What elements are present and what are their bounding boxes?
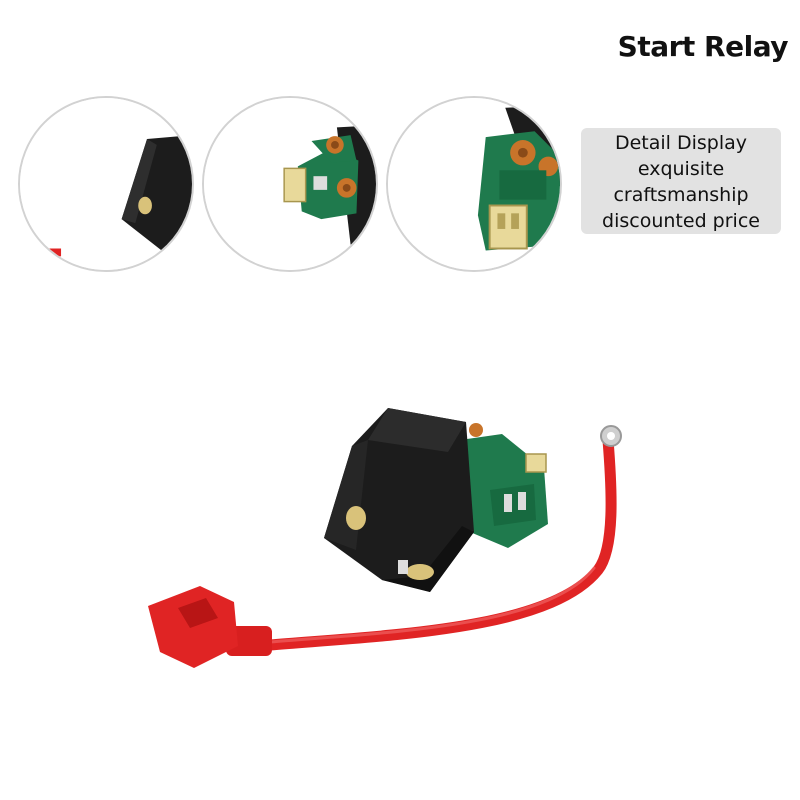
relay-connector-closeup-icon <box>388 98 560 270</box>
start-relay-with-cable-icon <box>148 408 622 668</box>
relay-terminals-closeup-icon <box>204 98 376 270</box>
closeup-circle-connector <box>386 96 562 272</box>
closeup-circle-terminals <box>202 96 378 272</box>
detail-line-1: Detail Display <box>614 132 748 154</box>
detail-line-2: exquisite <box>637 158 725 180</box>
closeup-circle-housing <box>18 96 194 272</box>
detail-line-4: discounted price <box>602 210 760 232</box>
page-title: Start Relay <box>617 30 789 63</box>
detail-display-box: Detail Display exquisite craftsmanship d… <box>581 128 781 234</box>
relay-housing-closeup-icon <box>20 98 192 270</box>
main-product-image <box>130 400 650 690</box>
detail-line-3: craftsmanship <box>613 184 749 206</box>
